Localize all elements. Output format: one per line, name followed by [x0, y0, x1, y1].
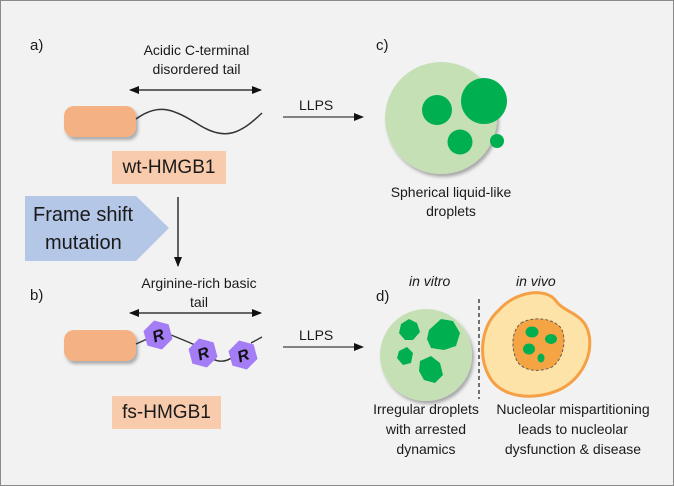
nucleolus [512, 318, 565, 371]
protein-name-wt: wt-HMGB1 [112, 151, 226, 184]
in-vitro-caption-line3: dynamics [396, 441, 456, 457]
in-vivo-label: in vivo [516, 273, 556, 289]
in-vivo-caption-line3: dysfunction & disease [504, 441, 642, 457]
panel-label-a: a) [30, 37, 44, 54]
nucleolar-droplet [525, 326, 539, 338]
protein-name-wt-text: wt-HMGB1 [122, 156, 216, 178]
tail-title-a-line2: disordered tail [152, 61, 241, 77]
droplet [490, 134, 504, 148]
tail-title-a-line1: Acidic C-terminal [143, 42, 250, 58]
irregular-droplet [419, 356, 443, 383]
in-vivo-caption-line1: Nucleolar mispartitioning [496, 401, 650, 417]
protein-body-wt [64, 106, 136, 137]
in-vitro-caption-line2: with arrested [385, 421, 467, 437]
tail-title-b-line2: tail [190, 294, 208, 310]
llps-label-a: LLPS [299, 97, 334, 113]
mutation-arrow-shape [25, 196, 169, 261]
caption-c-line2: droplets [426, 203, 476, 219]
arginine-hexagon [143, 320, 173, 350]
mutation-line1: Frame shift [33, 204, 134, 226]
caption-c-line1: Spherical liquid-like [390, 184, 512, 200]
nucleolar-droplet [523, 343, 535, 355]
irregular-droplet [399, 319, 420, 340]
panel-label-c: c) [376, 37, 389, 54]
in-vivo-caption-line2: leads to nucleolar [518, 421, 628, 437]
protein-body-fs [64, 330, 136, 361]
droplet [447, 129, 473, 155]
panel-label-d: d) [376, 288, 390, 305]
in-vitro-label: in vitro [409, 273, 451, 289]
irregular-droplet [427, 319, 460, 350]
nucleolar-droplet [545, 334, 557, 344]
mutation-line2: mutation [45, 232, 122, 254]
protein-name-fs: fs-HMGB1 [112, 396, 221, 429]
in-vitro-caption-line1: Irregular droplets [373, 401, 479, 417]
nucleolar-droplet [537, 353, 545, 363]
irregular-droplet-container [380, 309, 472, 401]
irregular-droplet [397, 347, 413, 365]
protein-name-fs-text: fs-HMGB1 [122, 401, 211, 423]
arginine-hexagon [188, 338, 218, 368]
droplet [461, 78, 507, 124]
tail-title-b-line1: Arginine-rich basic [141, 275, 257, 291]
arginine-hexagon [228, 340, 258, 370]
droplet [422, 95, 452, 125]
disordered-tail-wt [135, 108, 263, 135]
llps-label-b: LLPS [299, 327, 334, 343]
panel-label-b: b) [30, 287, 44, 304]
